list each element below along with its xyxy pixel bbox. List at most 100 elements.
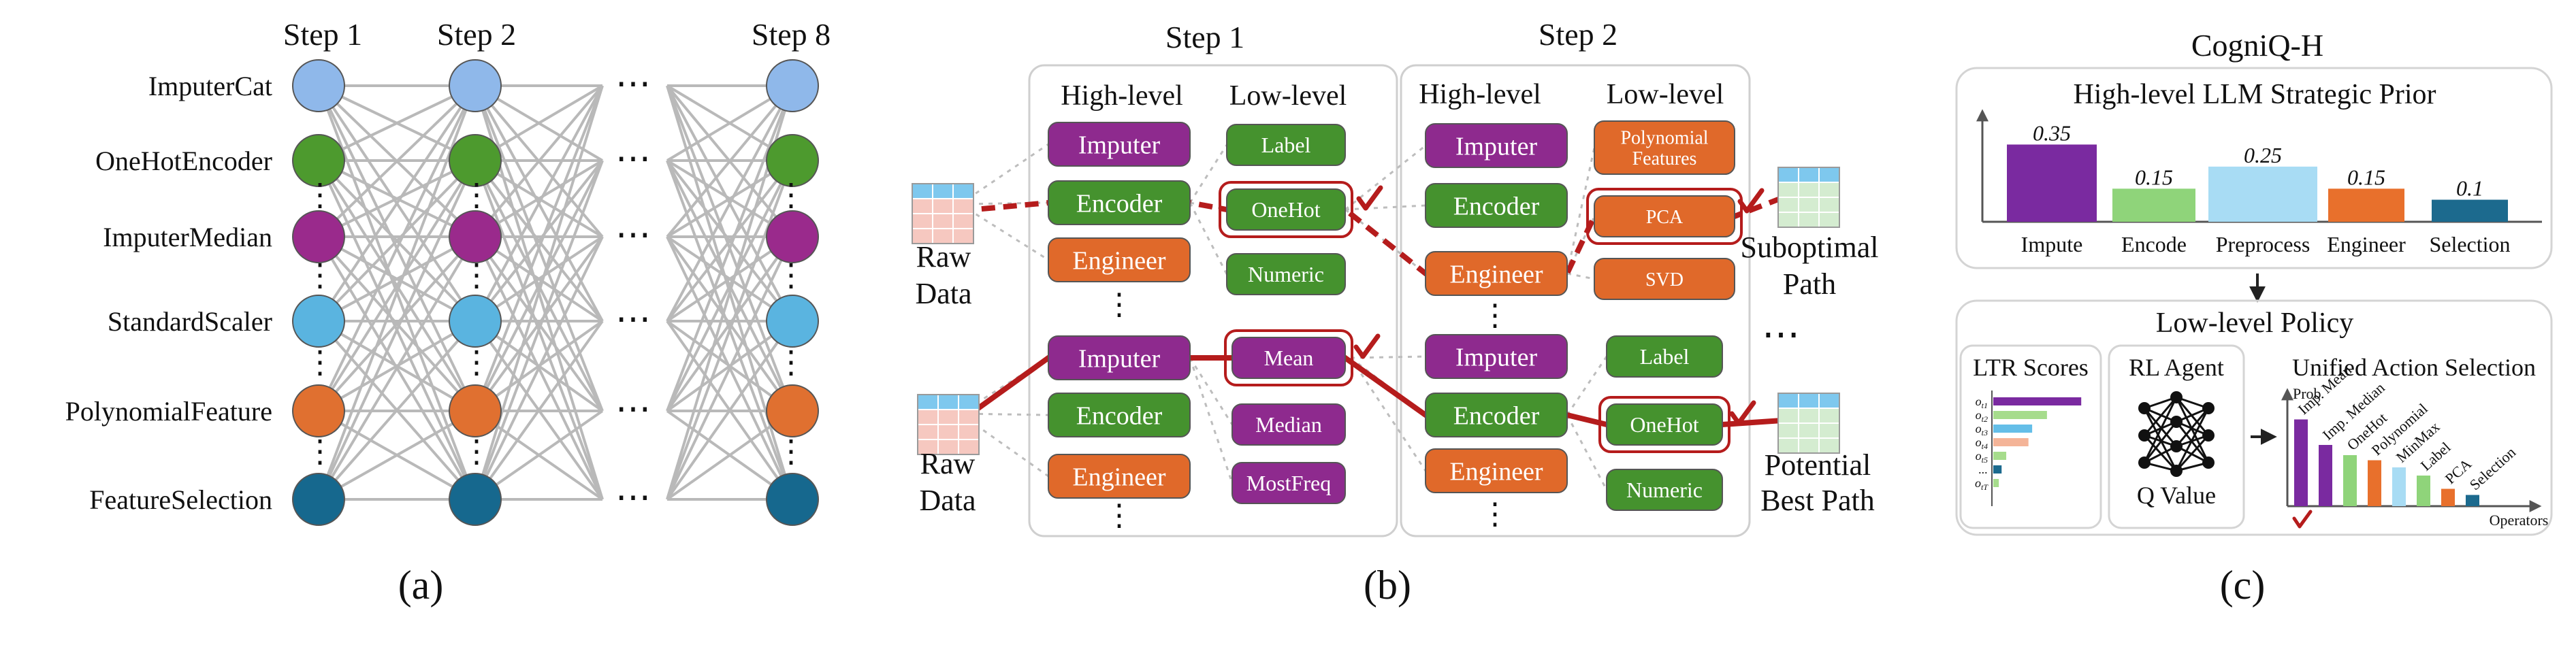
operator-boxes: ImputerEncoderEngineerLabelOneHotNumeric…: [1048, 120, 1735, 511]
step2-bottom-engineer: [1425, 448, 1568, 493]
step1-low-level-label: Low-level: [1229, 80, 1347, 112]
rl-title: RL Agent: [2129, 354, 2224, 381]
unified-bar: [2368, 460, 2381, 506]
unified-bar: [2294, 419, 2308, 506]
step2-top-low-polynomial-features: [1594, 120, 1735, 175]
step1-high-level-label: High-level: [1061, 80, 1183, 112]
step2-top-engineer: [1425, 251, 1568, 296]
step1-bottom-imputer-text: Imputer: [1078, 344, 1161, 373]
graph-edge: [317, 160, 477, 500]
vertical-ellipsis: ⋮: [304, 434, 336, 469]
graph-edge: [666, 236, 794, 500]
candidate-link: [1345, 204, 1426, 211]
horizontal-ellipsis: ⋯: [615, 390, 651, 429]
prior-category-label: Impute: [2021, 232, 2083, 256]
raw-data-top-line1: Raw: [916, 240, 971, 273]
graph-edge: [474, 85, 604, 322]
ltr-bar: [1993, 479, 1999, 487]
panel-b-annotations: Raw Data Raw Data Suboptimal Path Potent…: [915, 231, 1878, 517]
nn-neuron: [2202, 429, 2215, 442]
ltr-label: ot3: [1976, 422, 1988, 437]
prior-category-label: Selection: [2429, 232, 2510, 256]
step2-top-low-pca-text: PCA: [1646, 207, 1684, 228]
step1-bottom-engineer: [1048, 454, 1191, 499]
step2-bottom-low-numeric-text: Numeric: [1626, 478, 1703, 502]
step2-frame: [1400, 64, 1751, 537]
graph-edge: [318, 235, 476, 322]
operator-label: FeatureSelection: [89, 484, 272, 515]
step2-bottom-engineer-text: Engineer: [1449, 457, 1543, 486]
step2-bottom-low-label-text: Label: [1640, 344, 1690, 369]
step2-bottom-imputer: [1425, 334, 1568, 379]
step2-bottom-low-onehot-text: OneHot: [1630, 412, 1698, 437]
operator-graph-nodes: [292, 59, 819, 526]
step2-top-imputer: [1425, 123, 1568, 168]
step1-node-featureselection: [292, 473, 345, 526]
graph-edge: [474, 85, 604, 412]
candidate-link: [1189, 357, 1234, 484]
nn-edge: [2175, 421, 2210, 463]
panel-b-ellipsis: ⋮⋮⋮⋮⋯: [1104, 288, 1800, 532]
nn-edge: [2143, 408, 2178, 471]
nn-neuron: [2170, 416, 2183, 428]
ellipsis-marks: ⋯⋯⋯⋯⋯⋯⋮⋮⋮⋮⋮⋮⋮⋮⋮⋮⋮⋮: [304, 65, 807, 517]
nn-neuron: [2138, 456, 2151, 469]
graph-edge: [318, 410, 476, 501]
ltr-bar: [1993, 465, 2002, 474]
prior-bar-value: 0.15: [2135, 165, 2173, 189]
cogniq-title: CogniQ-H: [2191, 28, 2323, 63]
graph-edge: [317, 159, 477, 322]
neural-network-icon: [2138, 391, 2215, 477]
check-marks: [1353, 185, 1765, 426]
candidate-link: [959, 203, 1049, 261]
candidate-link: [1566, 414, 1608, 491]
vertical-ellipsis: ⋮: [775, 345, 807, 380]
horizontal-ellipsis: ⋯: [615, 478, 651, 517]
policy-title: Low-level Policy: [2156, 308, 2353, 339]
raw-data-top-line2: Data: [915, 277, 971, 310]
step1-bottom-low-median-text: Median: [1255, 412, 1322, 437]
check-mark: [1356, 185, 1383, 211]
prior-title: High-level LLM Strategic Prior: [2073, 79, 2436, 110]
horizontal-ellipsis: ⋯: [615, 65, 651, 103]
step1-top-engineer: [1048, 237, 1191, 282]
raw-data-table-icons: [912, 167, 1840, 455]
nn-neuron: [2202, 402, 2215, 414]
vertical-ellipsis: ⋮: [1104, 499, 1134, 532]
vertical-ellipsis: ⋮: [461, 258, 492, 293]
panel-c-caption: (c): [2220, 563, 2266, 608]
unified-bar: [2343, 455, 2357, 506]
candidate-link: [1189, 144, 1228, 203]
graph-edge: [318, 84, 476, 162]
raw-data-table-bottom: [917, 394, 980, 455]
rl-frame: [2108, 344, 2245, 529]
prior-category-label: Encode: [2121, 232, 2187, 256]
prior-frame: [1955, 67, 2553, 269]
ltr-bar: [1993, 452, 2007, 460]
step2-bottom-encoder: [1425, 393, 1568, 437]
ltr-label: ot1: [1976, 395, 1988, 410]
vertical-ellipsis: ⋮: [1480, 299, 1510, 332]
candidate-link: [1345, 144, 1426, 211]
step2-top-encoder-text: Encoder: [1453, 192, 1540, 220]
panel-b-search-path: Step 1 Step 2 High-level Low-level High-…: [912, 17, 1878, 608]
step1-node-onehotencoder: [292, 134, 345, 187]
step2-top-imputer-text: Imputer: [1455, 132, 1538, 161]
nn-edge: [2175, 408, 2210, 471]
step8-node-onehotencoder: [766, 134, 819, 187]
step2-bottom-imputer-text: Imputer: [1455, 343, 1538, 371]
step1-title: Step 1: [1165, 20, 1244, 54]
graph-edge: [474, 85, 604, 500]
prior-bar-encode: [2112, 188, 2195, 222]
vertical-ellipsis: ⋮: [461, 345, 492, 380]
step2-node-imputermedian: [449, 210, 502, 263]
step2-node-standardscaler: [449, 295, 502, 348]
unified-bar: [2466, 495, 2479, 506]
ltr-label: otT: [1975, 476, 1989, 492]
step1-bottom-low-mean: [1231, 337, 1346, 379]
step1-bottom-imputer: [1048, 335, 1191, 380]
step1-top-imputer-text: Imputer: [1078, 131, 1161, 159]
horizontal-ellipsis: ⋯: [1762, 314, 1800, 356]
suboptimal-table: [1777, 167, 1840, 228]
step1-top-low-label: [1226, 124, 1346, 166]
